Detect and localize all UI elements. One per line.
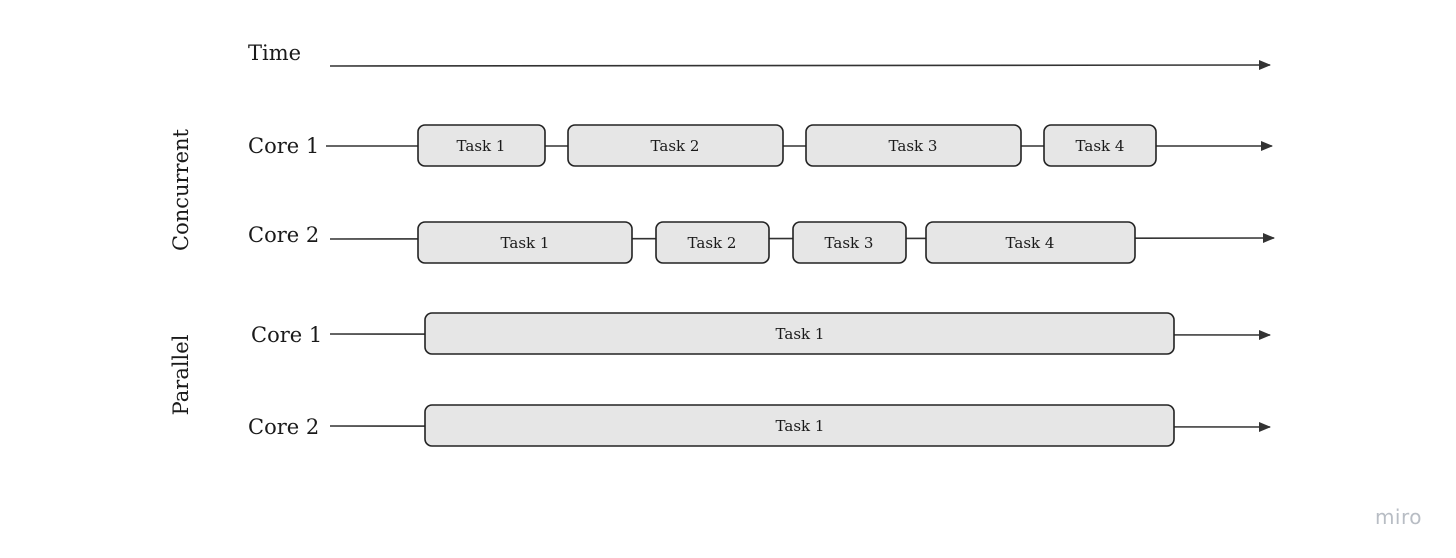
task-label: Task 2 [651, 137, 700, 155]
task-block: Task 2 [567, 124, 784, 167]
task-block: Task 2 [655, 221, 770, 264]
row-label: Core 1 [248, 134, 319, 158]
time-arrow [329, 60, 1271, 71]
task-label: Task 1 [776, 325, 825, 343]
task-label: Task 1 [501, 234, 550, 252]
group-label-concurrent: Concurrent [169, 128, 193, 251]
miro-watermark: miro [1375, 505, 1422, 529]
task-block: Task 1 [424, 312, 1175, 355]
task-label: Task 4 [1006, 234, 1055, 252]
task-block: Task 4 [1043, 124, 1157, 167]
row-label: Core 2 [248, 415, 319, 439]
group-label-parallel: Parallel [169, 334, 193, 415]
task-block: Task 4 [925, 221, 1136, 264]
task-label: Task 1 [776, 417, 825, 435]
task-label: Task 4 [1076, 137, 1125, 155]
task-label: Task 1 [457, 137, 506, 155]
task-block: Task 1 [424, 404, 1175, 447]
row-label: Core 1 [251, 323, 322, 347]
time-label: Time [248, 41, 301, 65]
row-label: Core 2 [248, 223, 319, 247]
task-block: Task 3 [805, 124, 1022, 167]
task-label: Task 3 [889, 137, 938, 155]
row-concurrent-core-1: Core 1 Task 1 Task 2 Task 3 Task 4 [248, 124, 1273, 167]
task-block: Task 1 [417, 221, 633, 264]
task-label: Task 2 [688, 234, 737, 252]
row-concurrent-core-2: Core 2 Task 1 Task 2 Task 3 Task 4 [248, 221, 1275, 264]
row-parallel-core-1: Core 1 Task 1 [251, 312, 1271, 355]
task-block: Task 1 [417, 124, 546, 167]
row-parallel-core-2: Core 2 Task 1 [248, 404, 1271, 447]
task-label: Task 3 [825, 234, 874, 252]
task-block: Task 3 [792, 221, 907, 264]
